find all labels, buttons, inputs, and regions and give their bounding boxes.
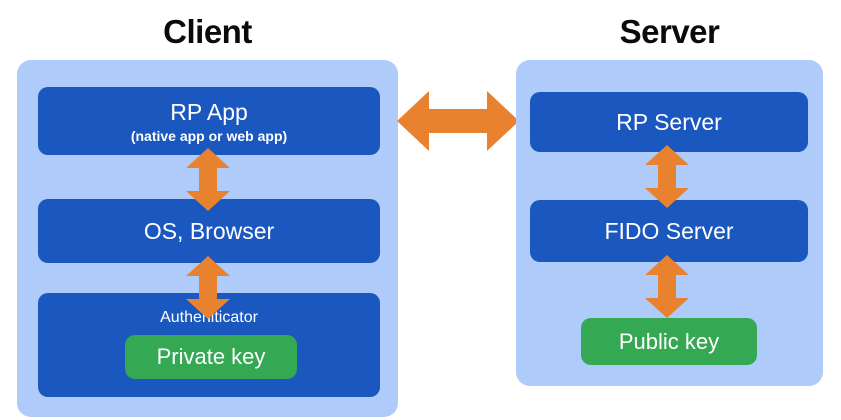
server-rp-server-title: RP Server [616,109,722,135]
arrow-rp-server-to-fido-server-icon [645,145,689,208]
server-fido-server-title: FIDO Server [604,218,734,244]
arrow-rp-app-to-os-browser-icon [186,148,230,211]
server-fido-server-box[interactable]: FIDO Server [530,200,808,262]
private-key-pill[interactable]: Private key [125,335,297,379]
arrow-client-to-server-icon [397,91,519,151]
client-rp-app-box[interactable]: RP App (native app or web app) [38,87,380,155]
client-rp-app-title: RP App [170,98,248,125]
client-rp-app-subtitle: (native app or web app) [130,127,288,144]
server-section-title: Server [619,13,720,50]
public-key-pill[interactable]: Public key [581,318,757,365]
arrow-fido-server-to-public-key-icon [645,255,689,318]
client-section-title: Client [163,13,252,50]
server-rp-server-box[interactable]: RP Server [530,92,808,152]
client-os-browser-title: OS, Browser [143,218,275,244]
arrow-os-browser-to-authenticator-icon [186,256,230,319]
